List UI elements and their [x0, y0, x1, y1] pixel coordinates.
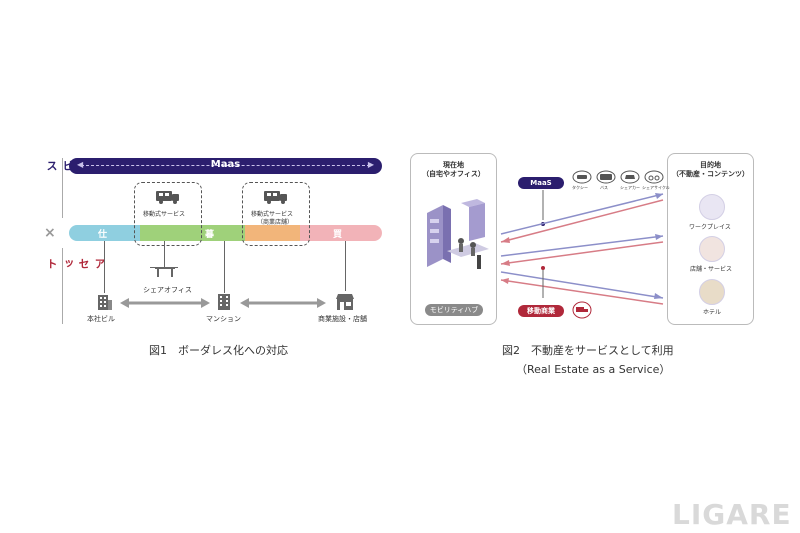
bus-icon: [596, 170, 616, 184]
truck-icon: [572, 301, 592, 319]
maas-bar: ◀ ▶ Maas: [69, 158, 382, 174]
share-car-icon: [620, 170, 640, 184]
desk-icon: [155, 267, 175, 277]
asset-side-label: アセット: [45, 258, 106, 270]
share-cycle-icon: [644, 170, 664, 184]
maas-icon-label-share-cycle: シェアサイクル: [642, 185, 670, 190]
maas-icons-group: タクシー バス シェアカー シェアサイクル: [572, 170, 670, 192]
mobile-service-box-2: 移動式サービス （商業店舗）: [242, 182, 310, 246]
mobile-service-sub-2: （商業店舗）: [257, 219, 294, 226]
destination-subtitle: （不動産・コンテンツ）: [672, 170, 749, 178]
double-arrow-icon: [240, 298, 326, 308]
mobile-service-label-2: 移動式サービス: [251, 211, 294, 218]
destination-label-hotel: ホテル: [703, 309, 722, 316]
mobile-service-box-1: 移動式サービス: [134, 182, 202, 246]
building-icon: [98, 295, 112, 310]
life-label-shopping: 買い物: [333, 230, 343, 266]
connector-hq: [104, 241, 105, 293]
service-bracket: [62, 158, 63, 218]
maas-icon-label-share-car: シェアカー: [620, 185, 640, 190]
connector-mansion: [224, 241, 225, 293]
asset-label-shop: 商業施設・店舗: [318, 315, 367, 323]
figure-2-caption: 図2 不動産をサービスとして利用: [502, 344, 674, 357]
asset-label-mansion: マンション: [206, 315, 241, 323]
truck-icon: [156, 191, 179, 204]
taxi-icon: [572, 170, 592, 184]
mobile-service-label-1: 移動式サービス: [143, 211, 186, 218]
flow-arrows: [500, 190, 664, 305]
destination-label-store: 店舗・サービス: [690, 266, 733, 273]
figure-2-caption-sub: （Real Estate as a Service）: [516, 363, 671, 376]
asset-bracket: [62, 248, 63, 324]
connector-shop: [345, 241, 346, 291]
arrow-right-icon: ▶: [367, 160, 374, 169]
destination-title: 目的地: [700, 161, 721, 169]
mobile-commerce-pill: 移動商業: [518, 305, 564, 317]
maas-icon-label-bus: バス: [600, 185, 608, 190]
current-location-subtitle: （自宅やオフィス）: [422, 170, 485, 178]
apartment-icon: [218, 294, 230, 310]
asset-label-hq: 本社ビル: [87, 315, 115, 323]
store-image: [699, 236, 725, 262]
maas-label: Maas: [210, 159, 241, 170]
asset-label-share-office: シェアオフィス: [143, 286, 192, 294]
arrow-left-icon: ◀: [77, 160, 84, 169]
watermark-logo: LIGARE: [672, 498, 792, 531]
office-illustration-icon: [427, 199, 489, 269]
maas-pill: MaaS: [518, 177, 564, 189]
life-label-living: 暮らし: [205, 230, 215, 266]
life-bar-shopping: [300, 225, 382, 241]
maas-arrow-line: [81, 165, 370, 167]
mobility-hub-label: モビリティハブ: [425, 304, 483, 316]
cross-mark: ×: [44, 225, 56, 241]
store-icon: [336, 294, 354, 310]
maas-icon-label-taxi: タクシー: [572, 185, 588, 190]
current-location-panel: 現在地 （自宅やオフィス） モビリティハブ: [410, 153, 497, 325]
workplace-image: [699, 194, 725, 220]
current-location-title: 現在地: [443, 161, 464, 169]
life-bar-overlap: [245, 225, 305, 241]
hotel-image: [699, 279, 725, 305]
destination-panel: 目的地 （不動産・コンテンツ） ワークプレイス 店舗・サービス ホテル: [667, 153, 754, 325]
truck-icon: [264, 191, 287, 204]
life-label-work: 仕事: [98, 230, 108, 253]
figure-1-caption: 図1 ボーダレス化への対応: [149, 344, 288, 357]
connector-share: [164, 241, 165, 267]
double-arrow-icon: [120, 298, 210, 308]
destination-label-workplace: ワークプレイス: [689, 224, 731, 231]
